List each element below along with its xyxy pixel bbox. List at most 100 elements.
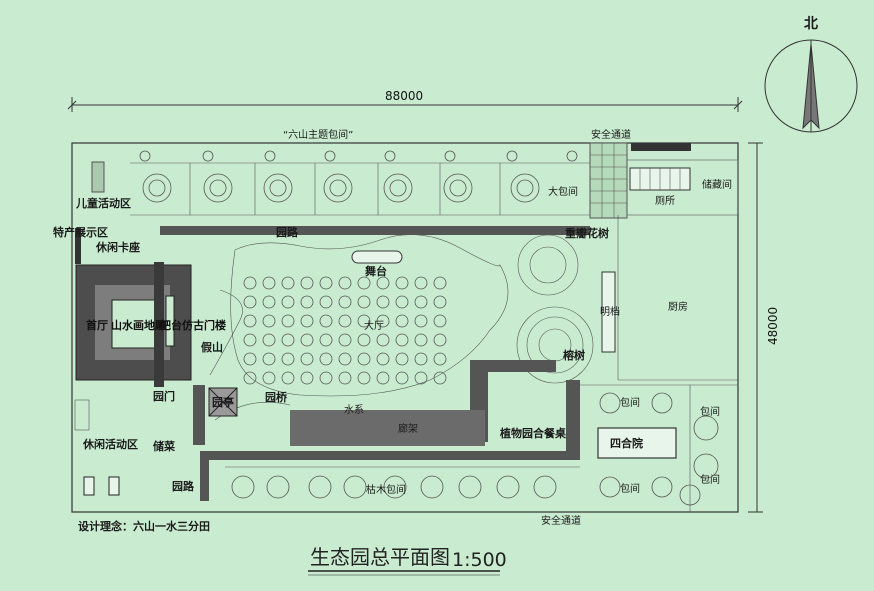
hall-table [281, 276, 295, 290]
safety-passage-top [589, 142, 628, 219]
hall-table [300, 276, 314, 290]
hall-table [300, 314, 314, 328]
stage [351, 250, 403, 264]
label-lobby: 首厅 [86, 318, 108, 332]
left-zone [75, 161, 105, 264]
hall-table [357, 371, 371, 385]
flower-tree [517, 234, 579, 296]
label-rockery: 假山 [201, 340, 223, 354]
label-room-b: 包间 [700, 405, 720, 418]
hall-table [338, 276, 352, 290]
hall-table [262, 295, 276, 309]
hall-table [414, 295, 428, 309]
label-pavilion-gate: 吧台仿古门楼 [160, 318, 226, 332]
hall-table [395, 276, 409, 290]
hall-table [319, 276, 333, 290]
hall-table [262, 352, 276, 366]
title-text: 生态园总平面图 [310, 545, 450, 569]
hall-table [357, 333, 371, 347]
hall-table [433, 295, 447, 309]
hall-table [319, 333, 333, 347]
hall-table [338, 352, 352, 366]
hall-table [395, 314, 409, 328]
leisure-area-marks [74, 399, 120, 496]
label-specialty: 特产展示区 [53, 225, 108, 239]
hall-table [300, 352, 314, 366]
label-room-d: 包间 [620, 482, 640, 495]
north-arrow: 北 [764, 16, 858, 133]
label-design-concept: 设计理念：六山一水三分田 [78, 519, 210, 533]
hall-table [281, 314, 295, 328]
label-safety-top: 安全通道 [591, 128, 631, 141]
height-dimension: 48000 [748, 142, 780, 513]
pavilion [208, 387, 238, 417]
hall-table [281, 352, 295, 366]
hall-table [262, 276, 276, 290]
hall-table [357, 314, 371, 328]
hall-table [243, 276, 257, 290]
label-open-counter: 明档 [600, 305, 620, 318]
label-big-room: 大包间 [548, 185, 578, 198]
hall-table [243, 295, 257, 309]
hall-table [357, 276, 371, 290]
hall-table [433, 333, 447, 347]
label-hall: 大厅 [364, 319, 384, 332]
hall-table [395, 352, 409, 366]
hall-table [281, 333, 295, 347]
hall-table [433, 314, 447, 328]
label-toilet: 厕所 [655, 195, 675, 207]
label-banyan: 榕树 [563, 348, 585, 362]
label-pavilion: 园亭 [212, 395, 234, 409]
hall-table [433, 352, 447, 366]
hall-table [395, 371, 409, 385]
hall-table [243, 371, 257, 385]
label-flower-tree: 重瓣花树 [565, 226, 609, 240]
hall-table [243, 333, 257, 347]
label-bridge: 园桥 [265, 390, 288, 404]
label-dry-wood: 枯木包间 [366, 483, 406, 496]
label-stage: 舞台 [365, 264, 387, 278]
hall-table [376, 276, 390, 290]
label-water: 水系 [344, 404, 364, 416]
hall-table [414, 276, 428, 290]
hall-table [433, 371, 447, 385]
hall-table [300, 371, 314, 385]
label-storage2: 储菜 [153, 439, 176, 453]
hall-table [395, 295, 409, 309]
hall-table [376, 295, 390, 309]
height-label: 48000 [766, 307, 780, 345]
hall-table [338, 371, 352, 385]
hall-table [300, 295, 314, 309]
hall-table [262, 314, 276, 328]
label-kitchen: 厨房 [668, 300, 688, 313]
label-corridor: 廊架 [398, 422, 418, 435]
bottom-dining-rooms [225, 466, 580, 499]
kitchen-zone [601, 215, 738, 381]
hall-table [414, 371, 428, 385]
label-safety-bottom: 安全通道 [541, 514, 581, 527]
toilet-block [626, 143, 739, 216]
banyan-tree [516, 306, 594, 384]
plan-labels: “六山主题包间” 安全通道 大包间 储藏间 厕所 儿童活动区 特产展示区 休闲卡… [53, 128, 732, 533]
top-dining-rooms [130, 150, 590, 216]
courtyard [597, 427, 677, 459]
label-leisure-area: 休闲活动区 [82, 437, 138, 451]
hall-table [319, 352, 333, 366]
label-room-a: 包间 [620, 396, 640, 409]
hall-table [262, 371, 276, 385]
hall-table [414, 352, 428, 366]
hall-table [319, 314, 333, 328]
label-plant-tables: 植物园合餐桌 [499, 426, 567, 440]
hall-table [376, 371, 390, 385]
site-boundary [71, 142, 739, 513]
hall-table [376, 314, 390, 328]
hall-table [338, 333, 352, 347]
hall-table [243, 314, 257, 328]
hall-table [243, 352, 257, 366]
hall-table [376, 352, 390, 366]
hall-table [319, 371, 333, 385]
hall-table [281, 295, 295, 309]
right-rooms [580, 384, 738, 512]
hall-table [262, 333, 276, 347]
hall-table [433, 276, 447, 290]
